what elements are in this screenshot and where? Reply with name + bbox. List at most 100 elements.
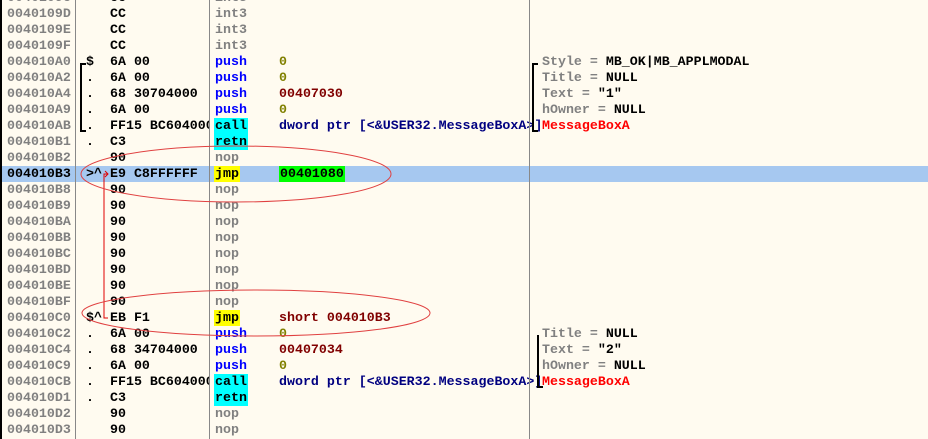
mnemonic-cell: nop [215,198,239,213]
hex-dump-cell: 90 [110,278,126,293]
comment-cell: hOwner = NULL [542,358,646,374]
column-divider[interactable] [75,0,76,439]
operand-cell: 00401080 [279,166,345,182]
address-cell: 004010B8 [7,182,71,197]
marker-cell: . [86,134,94,149]
column-divider[interactable] [529,0,530,439]
address-cell: 0040109D [7,6,71,21]
address-cell: 004010B3 [7,166,71,181]
mnemonic-cell: push [215,358,247,373]
marker-cell: . [86,70,94,85]
comment-value: "2" [597,342,622,357]
mnemonic-cell: nop [215,406,239,421]
operand-cell: 0 [279,54,287,69]
comment-cell: Text = "2" [542,342,622,358]
marker-cell: . [86,342,94,357]
comment-cell: Title = NULL [542,70,638,86]
hex-dump-cell: C3 [110,390,126,405]
address-cell: 004010BC [7,246,71,261]
address-cell: 004010B2 [7,150,71,165]
mnemonic-cell: push [215,102,247,117]
address-cell: 004010CB [7,374,71,389]
mnemonic-cell: nop [215,278,239,293]
address-cell: 004010D1 [7,390,71,405]
comment-value: MB_OK|MB_APPLMODAL [605,54,750,69]
mnemonic-cell: int3 [215,22,247,37]
mnemonic-cell: nop [215,294,239,309]
marker-cell: . [86,358,94,373]
address-cell: 004010B1 [7,134,71,149]
hex-dump-cell: 68 30704000 [110,86,198,101]
comment-key: Title = [542,70,606,85]
comment-value: NULL [605,70,638,85]
address-cell: 004010C4 [7,342,71,357]
hex-dump-cell: CC [110,0,210,6]
column-divider[interactable] [209,0,210,439]
hex-dump-cell: 6A 00 [110,358,150,373]
comment-cell: Title = NULL [542,326,638,342]
mnemonic-cell: call [214,374,248,390]
hex-dump-cell: 90 [110,182,126,197]
address-cell: 004010A2 [7,70,71,85]
hex-dump-cell: 90 [110,422,126,437]
hex-dump-cell: 6A 00 [110,54,150,69]
hex-dump-cell: 90 [110,294,126,309]
operand-cell: short 004010B3 [279,310,391,325]
mnemonic-cell: int3 [214,0,248,6]
operand-cell: 0 [279,70,287,85]
address-cell: 004010C2 [7,326,71,341]
comment-cell: MessageBoxA [542,118,630,134]
table-row[interactable]: 0040109CCCint3 [2,0,928,6]
mnemonic-cell: nop [215,246,239,261]
comment-value: NULL [605,326,638,341]
operand-cell: 00407034 [279,342,343,357]
address-cell: 004010D3 [7,422,71,437]
mnemonic-cell: push [215,342,247,357]
mnemonic-cell: push [215,70,247,85]
operand-cell: dword ptr [<&USER32.MessageBoxA>] [279,118,543,133]
hex-dump-cell: 90 [110,262,126,277]
comment-function: MessageBoxA [542,118,630,133]
comment-value: "1" [597,86,622,101]
marker-cell: . [86,102,94,117]
marker-cell: . [86,326,94,341]
hex-dump-cell: CC [110,6,126,21]
table-row[interactable]: 004010BC 90 nop [2,246,928,262]
address-cell: 004010D2 [7,406,71,421]
hex-dump-cell: 90 [110,150,126,165]
marker-cell: >^ [86,166,102,181]
address-cell: 004010C0 [7,310,71,325]
operand-cell: 0 [279,102,287,117]
address-cell: 0040109E [7,22,71,37]
address-cell: 004010A4 [7,86,71,101]
operand-cell: 0 [279,326,287,341]
hex-dump-cell: 90 [110,246,126,261]
address-cell: 004010BD [7,262,71,277]
